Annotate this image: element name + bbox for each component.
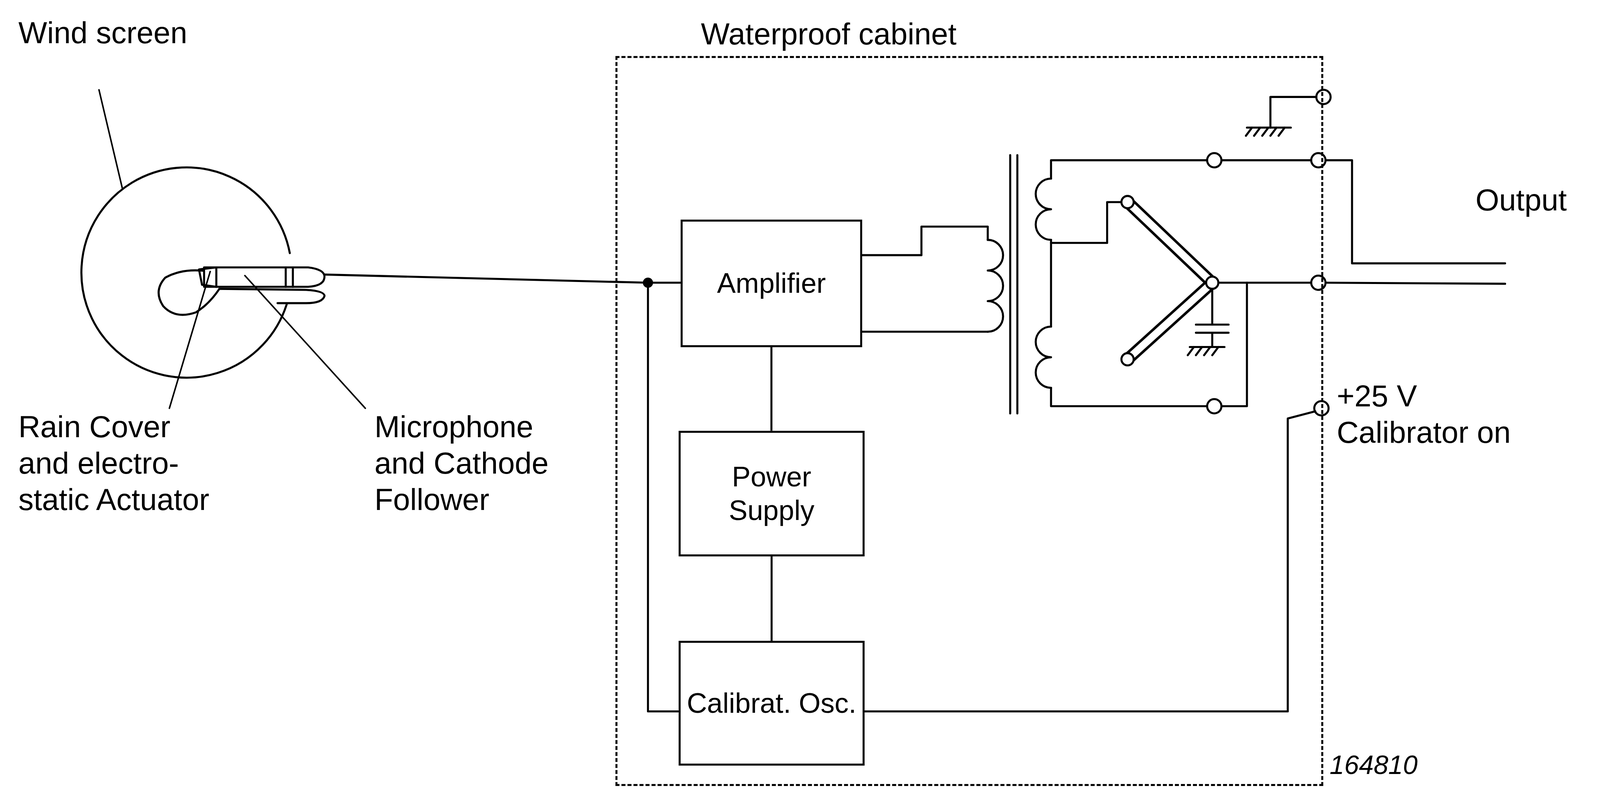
primary-coil xyxy=(987,239,1003,332)
terminal-label: Output xyxy=(1475,181,1567,218)
bridge-node xyxy=(1121,195,1134,209)
wire xyxy=(1050,201,1122,243)
wire xyxy=(1270,96,1317,128)
bridge-bar-outline xyxy=(1127,201,1213,360)
box-label: Amplifier xyxy=(717,266,826,300)
terminal-label: +25 V Calibrator on xyxy=(1336,377,1533,451)
oscillator-box: Calibrat. Osc. xyxy=(678,640,865,766)
secondary-coil xyxy=(1035,326,1051,388)
rectifier-bridge xyxy=(1121,195,1219,366)
drawing-number: 164810 xyxy=(1329,749,1418,781)
wire xyxy=(1218,281,1312,284)
bridge-node xyxy=(1206,276,1219,290)
part-label: Wind screen xyxy=(18,14,188,51)
amplifier-box: Amplifier xyxy=(680,219,863,348)
wire xyxy=(862,411,1316,712)
part-label: Rain Cover and electro- static Actuator xyxy=(18,408,221,518)
terminal xyxy=(1316,89,1331,105)
wire xyxy=(1050,160,1207,179)
wire xyxy=(862,330,988,333)
power-supply-box: Power Supply xyxy=(678,430,865,557)
transformer-core xyxy=(1010,155,1018,414)
waterproof-cabinet: Waterproof cabinetAmplifierPower SupplyC… xyxy=(615,55,1324,786)
wire xyxy=(770,556,773,642)
part-label: Microphone and Cathode Follower xyxy=(374,408,575,518)
wire xyxy=(647,282,681,712)
wire xyxy=(862,226,988,255)
terminal xyxy=(1207,399,1222,414)
box-label: Calibrat. Osc. xyxy=(686,686,857,720)
terminal xyxy=(1207,153,1222,168)
bridge-node xyxy=(1121,353,1134,366)
microphone-band xyxy=(285,267,293,287)
ground-symbol xyxy=(1187,347,1225,356)
cathode-follower-housing xyxy=(219,288,325,304)
output-line xyxy=(1325,282,1506,284)
wire xyxy=(1221,282,1247,407)
leader-line xyxy=(169,271,211,409)
wire xyxy=(770,347,773,431)
wire xyxy=(1221,159,1312,162)
region-title: Waterproof cabinet xyxy=(698,16,959,52)
ground-symbol xyxy=(1246,127,1291,136)
capacitor-symbol xyxy=(1196,288,1229,347)
microphone xyxy=(158,267,325,316)
bridge-bar-inner xyxy=(1127,201,1213,360)
rain-cover xyxy=(199,267,217,287)
leader-line xyxy=(99,89,123,190)
wire xyxy=(1050,239,1053,327)
terminal xyxy=(1314,401,1329,416)
box-label: Power Supply xyxy=(686,459,857,528)
microphone-cable xyxy=(324,274,648,283)
secondary-coil xyxy=(1035,178,1051,240)
leader-line xyxy=(244,275,366,409)
wire xyxy=(1050,387,1207,407)
microphone-stem xyxy=(203,267,325,287)
